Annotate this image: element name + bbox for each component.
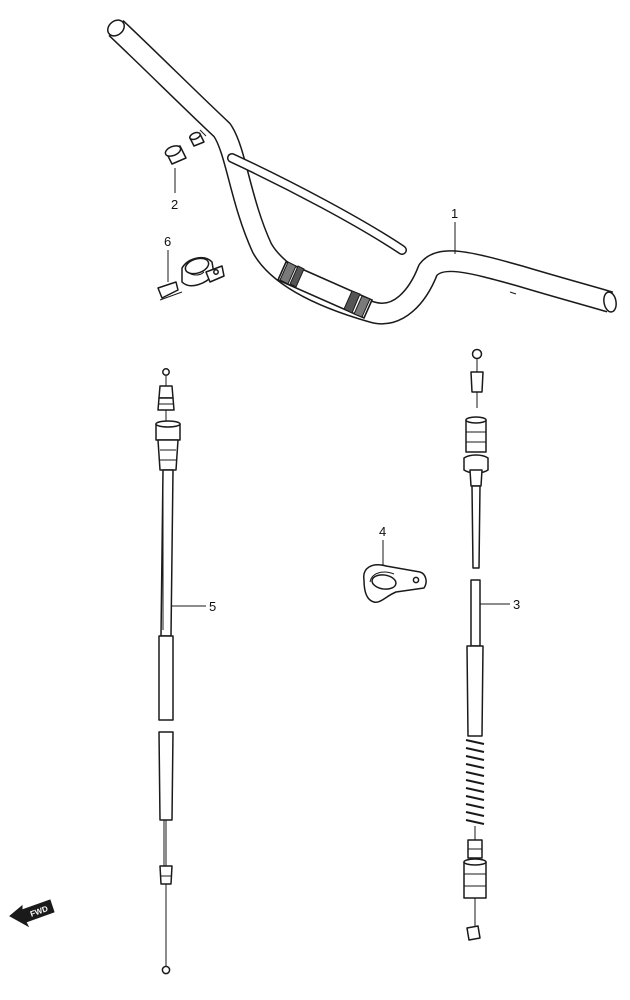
holder <box>157 256 225 301</box>
throttle-cable <box>155 368 181 975</box>
handlebar <box>107 19 617 325</box>
callout-1: 1 <box>451 206 458 254</box>
balancer <box>164 131 205 165</box>
spring <box>465 739 485 825</box>
callout-4: 4 <box>379 524 386 566</box>
callout-number: 1 <box>451 206 458 221</box>
fwd-arrow-icon: FWD <box>9 899 55 928</box>
cable-clamp <box>363 564 427 604</box>
callout-3: 3 <box>480 597 520 612</box>
callout-number: 2 <box>171 197 178 212</box>
clutch-cable <box>463 348 489 941</box>
callout-number: 4 <box>379 524 386 539</box>
callout-number: 3 <box>513 597 520 612</box>
callout-2: 2 <box>171 168 178 212</box>
callout-number: 6 <box>164 234 171 249</box>
crossbar-pad <box>276 260 374 320</box>
callout-5: 5 <box>172 599 216 614</box>
callout-number: 5 <box>209 599 216 614</box>
callout-6: 6 <box>164 234 171 282</box>
